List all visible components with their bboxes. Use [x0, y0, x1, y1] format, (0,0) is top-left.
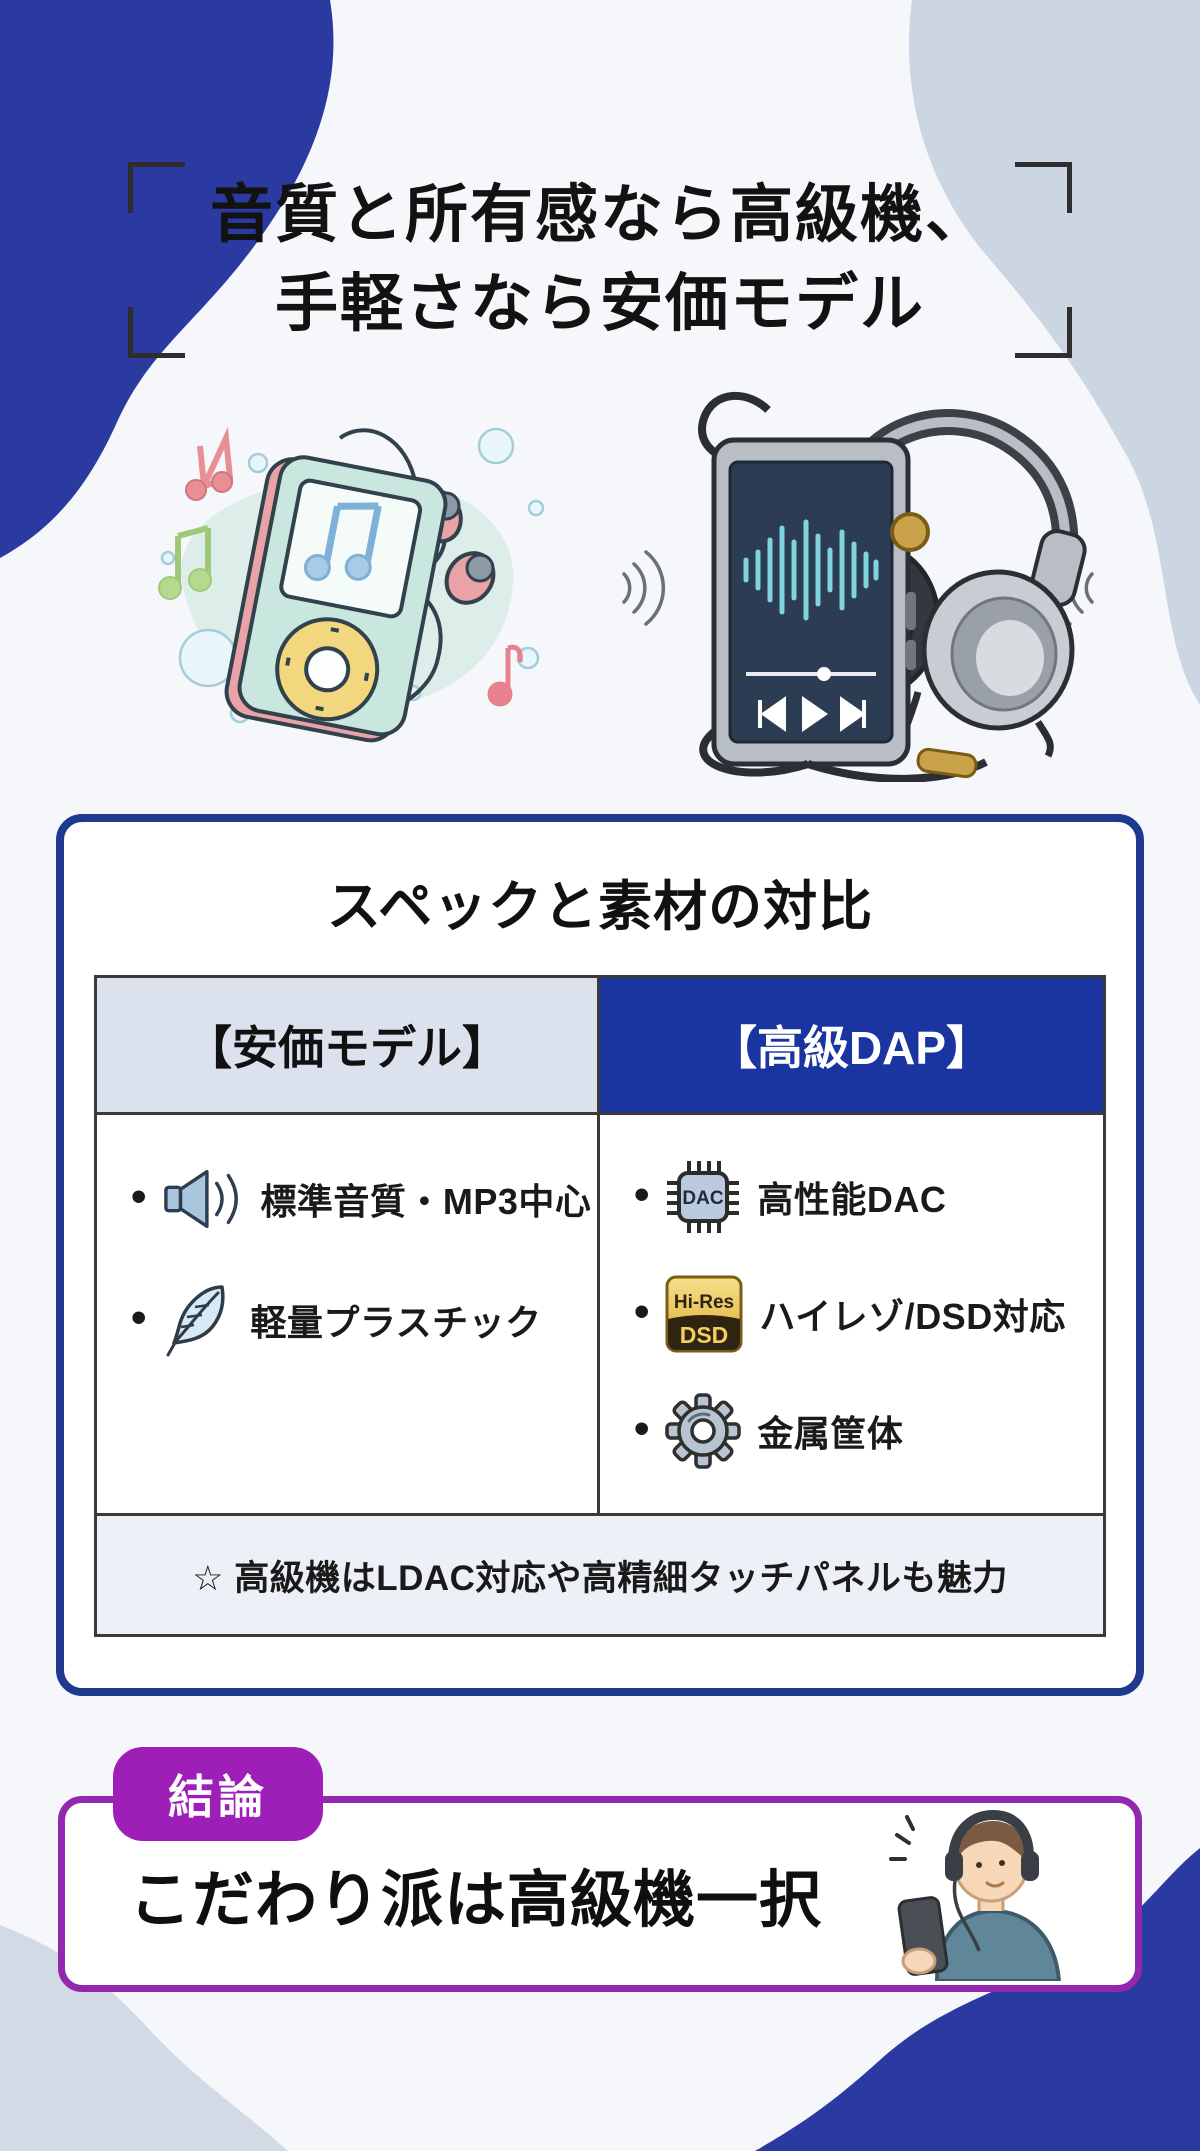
speaker-icon — [162, 1167, 244, 1231]
page-title-line1: 音質と所有感なら高級機、 — [210, 179, 990, 250]
music-note-green — [158, 525, 212, 600]
list-item: • 軽量プラスチック — [131, 1281, 597, 1359]
sparkles — [889, 1815, 915, 1861]
bracket-top-left — [128, 162, 185, 213]
spec-table-header-row: 【安価モデル】 【高級DAP】 — [97, 978, 1103, 1112]
page-title-line2: 手軽さなら安価モデル — [275, 269, 925, 339]
music-note-pink2 — [487, 644, 523, 707]
bracket-top-right — [1015, 162, 1072, 213]
item-text: 軽量プラスチック — [250, 1302, 542, 1343]
conclusion-box: 結論 こだわり派は高級機一択 — [58, 1747, 1142, 1992]
ipod-player — [224, 455, 448, 743]
column-header-cheap: 【安価モデル】 — [97, 978, 600, 1112]
blob-bottom-right — [755, 1848, 1200, 2151]
conclusion-text: こだわり派は高級機一択 — [129, 1866, 823, 1935]
transport-controls — [758, 696, 866, 732]
list-item: • 標準音質・MP3中心 — [131, 1167, 597, 1231]
list-item: • — [634, 1393, 1103, 1469]
column-header-premium: 【高級DAP】 — [600, 978, 1103, 1112]
svg-text:DSD: DSD — [680, 1322, 729, 1348]
dac-chip-icon: DAC — [665, 1159, 741, 1235]
premium-dap-illustration — [622, 392, 1094, 782]
list-item: • DAC 高性能DAC — [634, 1159, 1103, 1235]
blob-top-left — [0, 0, 334, 558]
bullet: • — [131, 1172, 147, 1221]
bubbles — [160, 427, 545, 724]
premium-column: • DAC 高性能DAC — [600, 1115, 1103, 1513]
bracket-bottom-right — [1015, 307, 1072, 358]
bullet: • — [634, 1404, 650, 1453]
waveform — [743, 519, 879, 621]
spec-table-body-row: • 標準音質・MP3中心 • — [97, 1112, 1103, 1513]
title-frame: 音質と所有感なら高級機、 手軽さなら安価モデル — [128, 162, 1072, 358]
bullet: • — [634, 1170, 650, 1219]
cheap-player-illustration — [158, 426, 545, 743]
svg-text:DAC: DAC — [683, 1188, 724, 1209]
listener-illustration — [889, 1809, 1062, 1981]
item-text: 金属筐体 — [757, 1413, 904, 1454]
blob-top-right — [908, 0, 1200, 705]
svg-text:Hi-Res: Hi-Res — [674, 1292, 734, 1313]
bullet: • — [131, 1293, 147, 1342]
item-text: ハイレゾ/DSD対応 — [759, 1296, 1066, 1337]
conclusion-badge: 結論 — [113, 1747, 323, 1841]
bullet: • — [634, 1287, 650, 1336]
table-footnote: ☆ 高級機はLDAC対応や高精細タッチパネルも魅力 — [97, 1513, 1103, 1634]
item-text: 高性能DAC — [757, 1179, 947, 1220]
item-text: 標準音質・MP3中心 — [260, 1181, 592, 1222]
gear-icon — [665, 1393, 742, 1469]
cheap-column: • 標準音質・MP3中心 • — [97, 1115, 600, 1513]
bracket-bottom-left — [128, 307, 185, 358]
dap-player — [698, 392, 930, 767]
feather-icon — [162, 1281, 234, 1359]
spec-card-title: スペックと素材の対比 — [326, 877, 874, 937]
cable — [699, 728, 988, 782]
music-note-pink — [185, 426, 234, 501]
hires-dsd-badge-icon: Hi-Res DSD — [665, 1275, 743, 1353]
spec-table: 【安価モデル】 【高級DAP】 • 標準音質・MP3中心 — [94, 975, 1106, 1637]
spec-card: スペックと素材の対比 【安価モデル】 【高級DAP】 • — [56, 814, 1144, 1696]
screen-note — [303, 502, 382, 582]
list-item: • Hi-Res DSD — [634, 1275, 1103, 1353]
phone-in-hand — [897, 1896, 949, 1976]
